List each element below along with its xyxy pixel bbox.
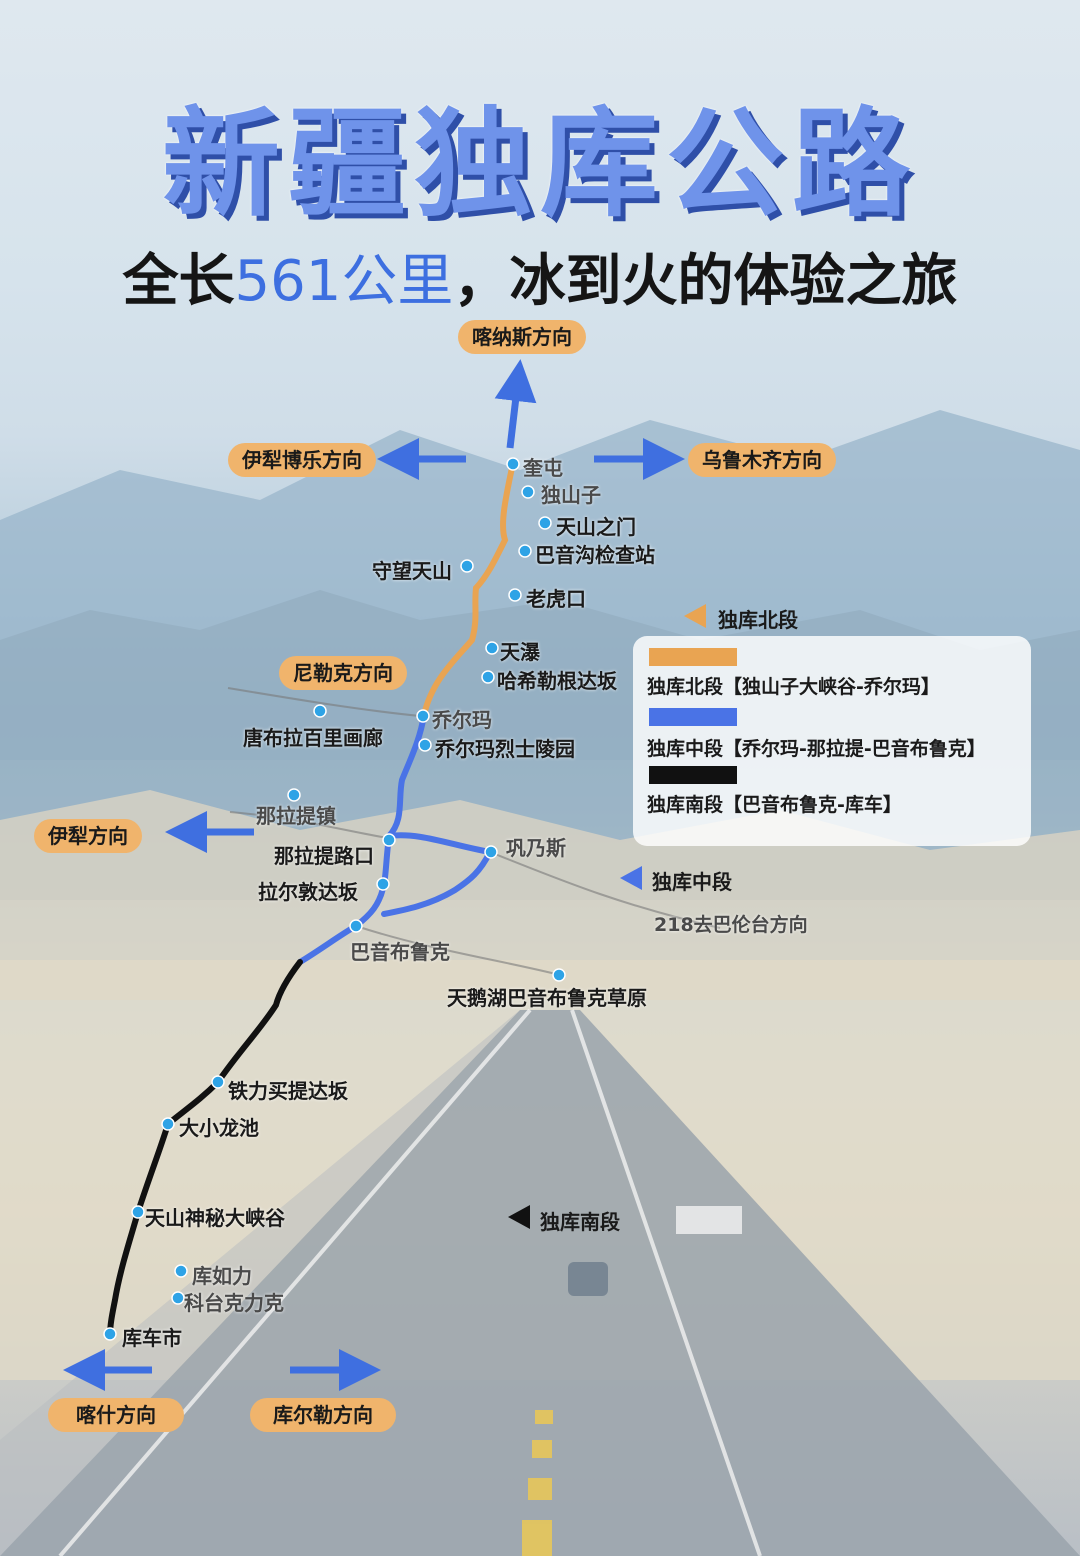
page-title: 新疆独库公路 — [161, 95, 918, 233]
direction-kashi: 喀什方向 — [48, 1398, 184, 1432]
dot-swan-lake — [552, 968, 566, 982]
dot-laohukou — [508, 588, 522, 602]
dot-tangbula — [313, 704, 327, 718]
direction-kanas: 喀纳斯方向 — [458, 320, 586, 354]
dot-tielimaiti — [211, 1075, 225, 1089]
marker-middle-segment: 独库中段 — [652, 870, 732, 894]
legend-label-north: 独库北段【独山子大峡谷-乔尔玛】 — [647, 676, 940, 698]
dot-bayinbuluke — [349, 919, 363, 933]
regional-road-yili — [229, 811, 389, 839]
label-kuche: 库车市 — [122, 1326, 182, 1350]
label-nalati-town: 那拉提镇 — [256, 804, 336, 828]
page-subtitle: 全长561公里，冰到火的体验之旅 — [0, 236, 1080, 317]
legend-swatch-north — [649, 648, 737, 666]
dot-bayingou — [518, 544, 532, 558]
label-qiaerma: 乔尔玛 — [432, 708, 492, 732]
label-bayingou: 巴音沟检查站 — [535, 543, 655, 567]
road-sign — [676, 1206, 742, 1234]
label-tielimaiti: 铁力买提达坂 — [228, 1079, 348, 1103]
dot-kuitun — [506, 457, 520, 471]
legend-label-middle: 独库中段【乔尔玛-那拉提-巴音布鲁克】 — [647, 738, 986, 760]
legend-label-south: 独库南段【巴音布鲁克-库车】 — [647, 794, 902, 816]
south-segment-pointer — [508, 1205, 530, 1229]
dot-haxilegen — [481, 670, 495, 684]
dot-laerdun — [376, 877, 390, 891]
dot-kuche — [103, 1327, 117, 1341]
regional-road-nileke — [227, 687, 421, 717]
dot-ketaikelike — [171, 1291, 185, 1305]
dot-qiaerma — [416, 709, 430, 723]
label-dushanzi: 独山子 — [541, 483, 601, 507]
subtitle-suffix: ，冰到火的体验之旅 — [453, 249, 958, 314]
dot-shouwang — [460, 559, 474, 573]
dot-nalati-town — [287, 788, 301, 802]
label-to-bayinguoleng: 218去巴伦台方向 — [654, 914, 808, 936]
label-kuitun: 奎屯 — [523, 456, 563, 480]
subtitle-prefix: 全长 — [122, 249, 235, 314]
label-swan-lake: 天鹅湖巴音布鲁克草原 — [447, 986, 647, 1010]
dot-dushanzi — [521, 485, 535, 499]
subtitle-distance: 561公里 — [234, 249, 454, 314]
dot-kurulu — [174, 1264, 188, 1278]
dot-qiaerma-cemetery — [418, 738, 432, 752]
label-ketaikelike: 科台克力克 — [184, 1291, 284, 1315]
dot-tianshan-gate — [538, 516, 552, 530]
label-nalati-crossing: 那拉提路口 — [274, 844, 374, 868]
dot-nalati-crossing — [382, 833, 396, 847]
label-laohukou: 老虎口 — [526, 587, 586, 611]
dot-canyon — [131, 1205, 145, 1219]
label-kurulu: 库如力 — [192, 1264, 252, 1288]
road-edge-left — [58, 1008, 532, 1556]
regional-road-swan-lake — [355, 925, 561, 976]
label-bayinbuluke: 巴音布鲁克 — [350, 940, 450, 964]
direction-yili-bole: 伊犁博乐方向 — [228, 443, 376, 477]
regional-road-218 — [489, 851, 721, 929]
label-daxiaolongchi: 大小龙池 — [179, 1116, 259, 1140]
dot-gongnaisi — [484, 845, 498, 859]
direction-nileke: 尼勒克方向 — [279, 656, 407, 690]
legend-swatch-south — [649, 766, 737, 784]
label-canyon: 天山神秘大峡谷 — [145, 1206, 285, 1230]
label-shouwang: 守望天山 — [372, 559, 452, 583]
label-haxilegen: 哈希勒根达坂 — [497, 669, 617, 693]
label-gongnaisi: 巩乃斯 — [506, 836, 566, 860]
road-edge-right — [570, 1009, 762, 1556]
car — [568, 1262, 608, 1296]
label-tianshan-gate: 天山之门 — [556, 515, 636, 539]
dot-daxiaolongchi — [161, 1117, 175, 1131]
direction-urumqi: 乌鲁木齐方向 — [688, 443, 836, 477]
label-tianpu: 天瀑 — [500, 640, 540, 664]
direction-yili: 伊犁方向 — [34, 819, 142, 853]
marker-north-segment: 独库北段 — [718, 608, 798, 632]
legend-swatch-middle — [649, 708, 737, 726]
label-laerdun: 拉尔敦达坂 — [258, 880, 358, 904]
legend: 独库北段【独山子大峡谷-乔尔玛】 独库中段【乔尔玛-那拉提-巴音布鲁克】 独库南… — [633, 636, 1031, 846]
north-segment-pointer — [684, 604, 706, 628]
place-dots — [103, 457, 566, 1341]
route-middle-segment — [297, 712, 427, 965]
middle-segment-pointer — [620, 866, 642, 890]
dot-tianpu — [485, 641, 499, 655]
arrow-north — [494, 359, 537, 449]
road-center-dashes — [522, 1410, 553, 1556]
direction-korla: 库尔勒方向 — [250, 1398, 396, 1432]
route-middle-loop — [381, 832, 495, 917]
label-tangbula: 唐布拉百里画廊 — [243, 726, 383, 750]
marker-south-segment: 独库南段 — [540, 1210, 620, 1234]
label-qiaerma-cemetery: 乔尔玛烈士陵园 — [435, 737, 575, 761]
route-north-segment — [421, 460, 516, 718]
